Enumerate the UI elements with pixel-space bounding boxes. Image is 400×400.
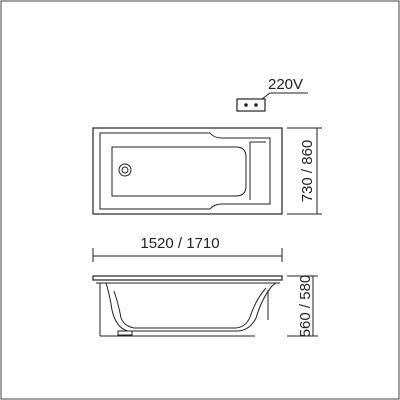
side-view xyxy=(92,275,283,337)
side-view-basin-inner xyxy=(113,287,267,329)
length-label: 1520 / 1710 xyxy=(140,235,219,252)
side-view-rim xyxy=(92,275,283,281)
outlet-pin-left xyxy=(244,103,248,107)
outlet-leader-line xyxy=(261,92,308,100)
power-label: 220V xyxy=(268,76,303,93)
width-dimension xyxy=(287,127,322,215)
side-view-basin-profile xyxy=(105,282,277,332)
outlet-pin-right xyxy=(254,103,258,107)
height-label: 560 / 580 xyxy=(297,275,314,338)
height-dimension xyxy=(287,275,318,337)
outlet-box xyxy=(236,98,266,112)
length-dimension xyxy=(92,248,283,262)
drain-outer-icon xyxy=(118,163,132,177)
top-view-outer-rim xyxy=(92,127,283,215)
top-view-inner-deck xyxy=(99,132,271,210)
power-outlet: 220V xyxy=(236,76,308,112)
drain-inner-icon xyxy=(121,166,129,174)
side-view-drain-foot xyxy=(117,330,133,336)
width-label: 730 / 860 xyxy=(299,140,316,203)
top-view xyxy=(92,127,283,215)
top-view-basin xyxy=(111,146,247,197)
